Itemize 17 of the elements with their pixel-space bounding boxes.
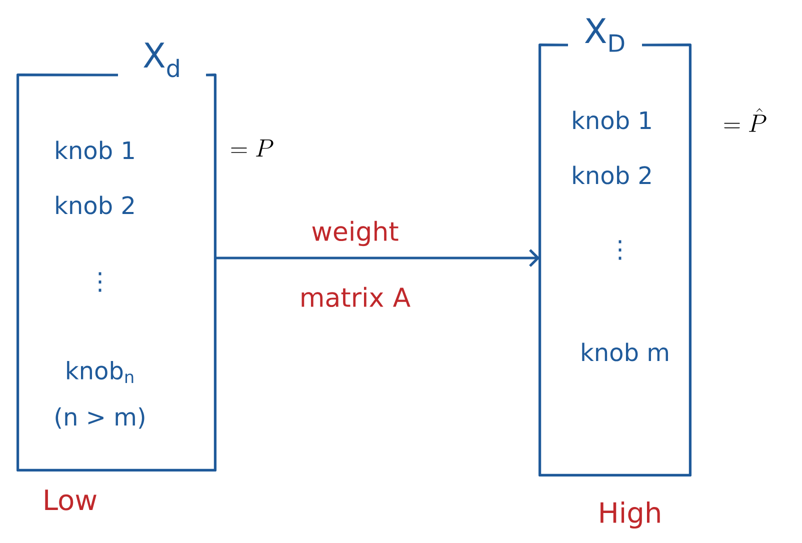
box-title: X$_{D}$ <box>584 18 624 52</box>
knob-label: knob m <box>582 342 668 362</box>
level-label: Low <box>45 490 96 510</box>
arrow <box>215 249 540 267</box>
knob-label: knob 1 <box>56 140 134 160</box>
knob-label: knob 2 <box>573 166 651 184</box>
box-title: X$_{d}$ <box>144 42 179 78</box>
ellipsis: ⋮ <box>618 240 622 260</box>
knob-label: knob 2 <box>56 196 134 214</box>
edge-label: weight matrix A <box>302 220 410 308</box>
equals-label: $= \hat{P}$ <box>724 108 766 132</box>
knob-label: (n > m) <box>56 407 144 429</box>
knob-label: knob 1 <box>573 110 651 130</box>
level-label: High <box>600 501 660 529</box>
knob-label: knob$_{n}$ <box>67 361 134 383</box>
ellipsis: ⋮ <box>98 272 102 292</box>
equals-label: $= P$ <box>231 140 274 156</box>
